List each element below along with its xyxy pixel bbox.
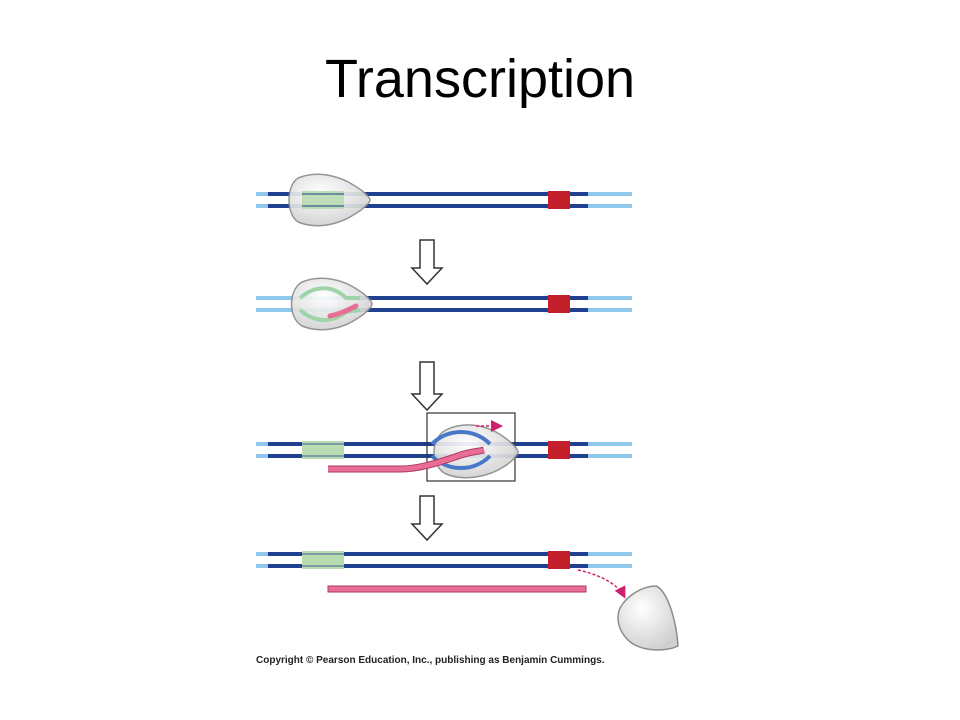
promoter-region bbox=[302, 551, 344, 569]
promoter-region bbox=[302, 441, 344, 459]
stage-termination bbox=[256, 551, 679, 651]
terminator-region bbox=[548, 551, 570, 569]
released-rna-transcript bbox=[327, 585, 587, 593]
stage-elongation bbox=[256, 412, 632, 482]
slide-title: Transcription bbox=[324, 49, 636, 109]
rna-polymerase bbox=[290, 277, 373, 331]
terminator-region bbox=[548, 191, 570, 209]
unwound-template-strand bbox=[298, 286, 360, 300]
down-arrow-1 bbox=[410, 239, 444, 286]
unwound-dna-top bbox=[430, 430, 492, 446]
terminator-region bbox=[548, 295, 570, 313]
terminator-region bbox=[548, 441, 570, 459]
released-rna-polymerase bbox=[617, 585, 679, 651]
promoter-region bbox=[302, 191, 344, 209]
down-arrow-2 bbox=[410, 361, 444, 412]
rna-transcript-start bbox=[327, 303, 359, 319]
stage-initiation bbox=[256, 173, 632, 227]
down-arrow-3 bbox=[410, 495, 444, 542]
release-arrow bbox=[577, 569, 626, 599]
copyright-notice: Copyright © Pearson Education, Inc., pub… bbox=[256, 655, 605, 666]
stage-unwinding bbox=[256, 277, 632, 331]
